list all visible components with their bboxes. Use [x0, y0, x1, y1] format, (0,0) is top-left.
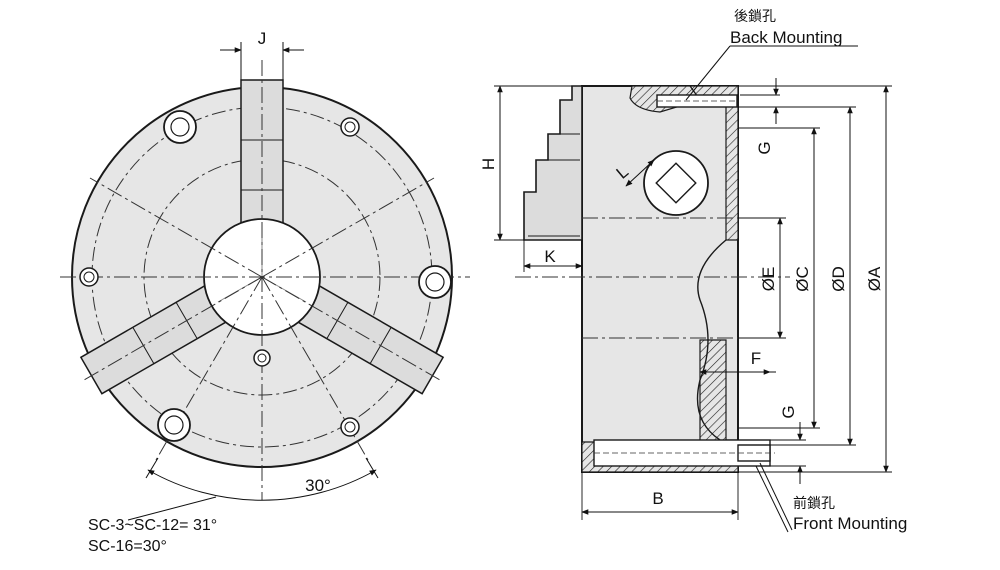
- dim-k-label: K: [544, 247, 556, 266]
- jaw-stepped: [523, 85, 583, 241]
- front-mounting-bolt: [593, 439, 775, 467]
- side-view: H K L B ØA ØD ØC ØE G F G 後鎖孔 Back Moun: [479, 8, 907, 533]
- front-mounting-leader-b: [755, 465, 789, 533]
- square-socket-icon: [655, 162, 697, 204]
- dim-g-bottom-label: G: [779, 405, 798, 418]
- angle-dimension: [127, 457, 379, 521]
- dim-g-top-label: G: [755, 141, 774, 154]
- dim-d-label: ØD: [829, 266, 848, 292]
- front-mounting-leader: [759, 462, 793, 531]
- section-break-line: [696, 239, 727, 441]
- dimension-j: [220, 42, 304, 80]
- dim-h-label: H: [479, 158, 498, 170]
- dim-f-label: F: [751, 349, 761, 368]
- back-mounting-bolt: [656, 94, 738, 108]
- back-mounting-label-cn: 後鎖孔: [734, 8, 776, 24]
- dim-b-label: B: [652, 489, 663, 508]
- dim-e-label: ØE: [759, 267, 778, 292]
- back-mounting-leader: [685, 45, 731, 101]
- threaded-hole-bottom-right: [340, 417, 360, 437]
- threaded-hole-top-right: [340, 117, 360, 137]
- front-mounting-label-cn: 前鎖孔: [793, 495, 835, 511]
- mounting-hole-top-left: [163, 110, 197, 144]
- dim-j-label: J: [258, 29, 267, 48]
- front-mounting-label-en: Front Mounting: [793, 514, 907, 533]
- dim-a-label: ØA: [865, 266, 884, 291]
- note-line-2: SC-16=30°: [88, 538, 167, 555]
- jaw-serrations: [528, 133, 580, 237]
- dim-c-label: ØC: [793, 266, 812, 292]
- note-line-1: SC-3~SC-12= 31°: [88, 517, 217, 534]
- threaded-hole-left: [79, 267, 99, 287]
- front-view: J 30° SC-3~SC-12= 31° SC-16=30°: [60, 29, 470, 555]
- mounting-hole-right: [418, 265, 452, 299]
- side-center-lines: [515, 217, 790, 339]
- mounting-hole-bottom-left: [157, 408, 191, 442]
- back-mounting-label-en: Back Mounting: [730, 28, 842, 47]
- threaded-hole-center: [253, 349, 271, 367]
- dim-l-line: [625, 159, 655, 187]
- angle-label: 30°: [305, 476, 331, 495]
